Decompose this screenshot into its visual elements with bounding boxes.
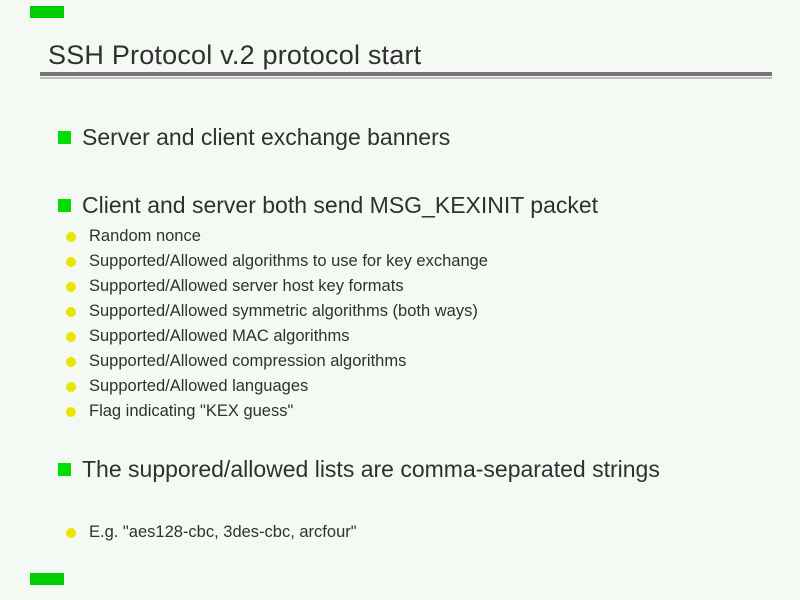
bullet-dot-icon (66, 306, 76, 317)
sub-bullet-text: Supported/Allowed server host key format… (89, 277, 404, 295)
title-rule-shadow (40, 77, 772, 79)
sub-bullet-text: Random nonce (89, 227, 201, 245)
bullet-dot-icon (66, 527, 76, 538)
bullet-square-icon (58, 198, 71, 212)
sub-bullet-text: E.g. "aes128-cbc, 3des-cbc, arcfour" (89, 523, 357, 541)
sub-bullet-text: Supported/Allowed algorithms to use for … (89, 252, 488, 270)
sub-bullet-text: Supported/Allowed compression algorithms (89, 352, 407, 370)
sub-bullet-text: Supported/Allowed languages (89, 377, 309, 395)
sub-bullet-item: Flag indicating "KEX guess" (66, 399, 488, 424)
sub-bullet-item: Supported/Allowed server host key format… (66, 274, 488, 299)
bullet-text: The suppored/allowed lists are comma-sep… (82, 456, 660, 482)
sub-bullet-item: Supported/Allowed algorithms to use for … (66, 249, 488, 274)
sub-bullet-text: Flag indicating "KEX guess" (89, 402, 294, 420)
sub-bullet-list: Random nonce Supported/Allowed algorithm… (66, 224, 488, 424)
bullet-dot-icon (66, 356, 76, 367)
sub-bullet-item: E.g. "aes128-cbc, 3des-cbc, arcfour" (66, 520, 357, 545)
bullet-dot-icon (66, 231, 76, 242)
bullet-square-icon (58, 130, 71, 144)
bullet-item: The suppored/allowed lists are comma-sep… (58, 451, 692, 488)
bullet-dot-icon (66, 331, 76, 342)
title-rule (40, 72, 772, 76)
corner-mark-top-icon (30, 6, 64, 18)
bullet-dot-icon (66, 406, 76, 417)
bullet-text: Server and client exchange banners (82, 124, 451, 150)
bullet-dot-icon (66, 381, 76, 392)
sub-bullet-text: Supported/Allowed symmetric algorithms (… (89, 302, 478, 320)
bullet-dot-icon (66, 281, 76, 292)
sub-bullet-item: Random nonce (66, 224, 488, 249)
corner-mark-bottom-icon (30, 573, 64, 585)
bullet-square-icon (58, 463, 71, 476)
sub-bullet-item: Supported/Allowed languages (66, 374, 488, 399)
sub-bullet-item: Supported/Allowed compression algorithms (66, 349, 488, 374)
sub-bullet-item: Supported/Allowed symmetric algorithms (… (66, 299, 488, 324)
sub-bullet-item: Supported/Allowed MAC algorithms (66, 324, 488, 349)
sub-bullet-list: E.g. "aes128-cbc, 3des-cbc, arcfour" (66, 520, 357, 545)
bullet-dot-icon (66, 256, 76, 267)
slide-title: SSH Protocol v.2 protocol start (48, 40, 422, 70)
bullet-text: Client and server both send MSG_KEXINIT … (82, 192, 599, 218)
bullet-item: Client and server both send MSG_KEXINIT … (58, 190, 598, 220)
bullet-item: Server and client exchange banners (58, 122, 450, 152)
sub-bullet-text: Supported/Allowed MAC algorithms (89, 327, 350, 345)
